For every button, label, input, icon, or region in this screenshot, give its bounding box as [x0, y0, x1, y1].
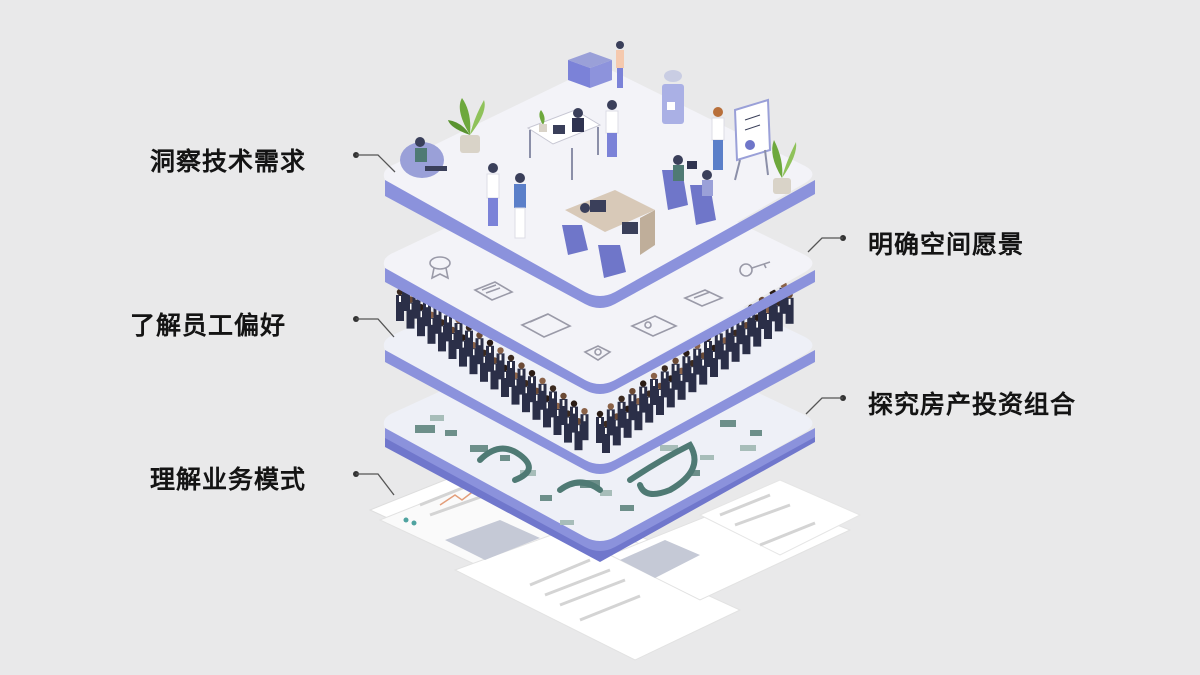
crowd-person [538, 377, 547, 410]
crowd-person [570, 400, 578, 433]
plant-icon [448, 98, 485, 153]
crowd-person [528, 370, 536, 403]
documents-stack [368, 469, 862, 661]
shield-icon [583, 345, 612, 361]
crowd-person [639, 380, 648, 413]
certificate-icon [682, 289, 725, 307]
lounge-chair-person-icon [400, 137, 447, 178]
water-cooler-icon [662, 70, 684, 124]
seated-people-icon [662, 155, 716, 225]
plant-icon [772, 140, 797, 194]
crowd-person [596, 410, 604, 443]
connector-1 [807, 235, 846, 253]
copier-icon [568, 52, 612, 88]
id-card-icon [630, 315, 678, 337]
crowd-person [671, 357, 680, 390]
people-handshake-icon [486, 163, 526, 239]
crowd-person [580, 408, 589, 441]
crowd-person [559, 392, 568, 425]
connector-2 [353, 316, 395, 338]
presenter-icon [711, 107, 725, 170]
crowd-person [507, 354, 515, 387]
person-standing-icon [605, 100, 619, 157]
connector-0 [353, 152, 396, 173]
connector-3 [805, 395, 846, 415]
crowd-person [617, 395, 626, 428]
whiteboard-icon [733, 98, 772, 181]
platform-office [383, 41, 815, 308]
folder-icon [520, 313, 572, 338]
crowd-of-employees [396, 278, 794, 453]
connectors [353, 152, 846, 496]
key-icon [739, 261, 771, 277]
small-plant-icon [539, 110, 547, 132]
crowd-person [486, 339, 494, 372]
crowd-person [517, 362, 526, 395]
label-employee-preferences: 了解员工偏好 [130, 311, 287, 340]
crowd-person [496, 347, 505, 380]
document-icon [473, 281, 514, 301]
person-standing-icon [616, 41, 624, 88]
crowd-person [650, 372, 658, 405]
desk-icon [526, 108, 602, 180]
crowd-person [628, 388, 637, 421]
label-space-vision: 明确空间愿景 [868, 230, 1025, 259]
crowd-person [549, 385, 557, 418]
badge-icon [429, 256, 451, 280]
crowd-person [606, 403, 615, 436]
crowd-person [660, 365, 669, 398]
label-business-model: 理解业务模式 [150, 465, 307, 494]
meeting-desk-icon [562, 190, 655, 278]
connector-4 [353, 471, 395, 496]
label-tech-needs: 洞察技术需求 [150, 147, 307, 176]
label-real-estate-portfolio: 探究房产投资组合 [868, 390, 1077, 419]
